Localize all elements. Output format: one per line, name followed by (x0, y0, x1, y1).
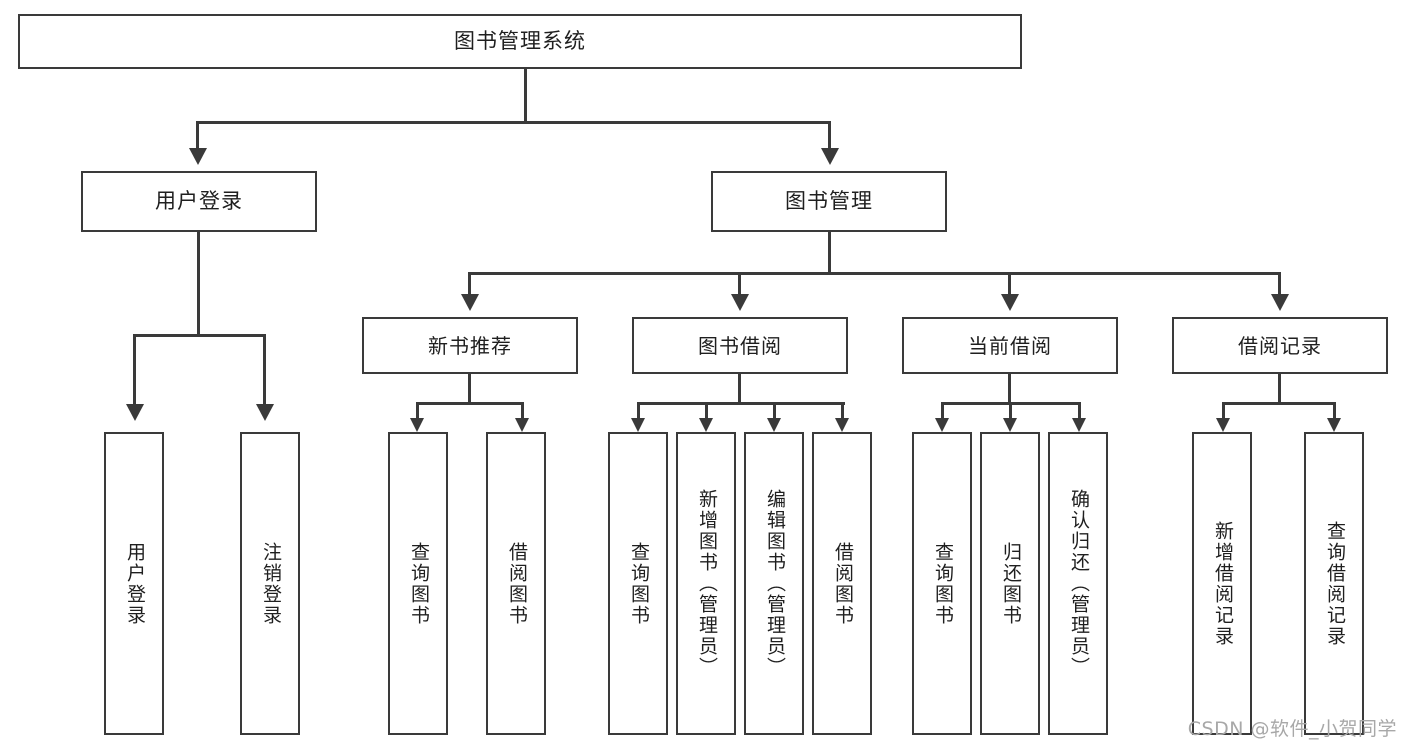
connector-root-to-user-login (196, 121, 199, 150)
leaf-label: 编辑图书（管理员） (763, 489, 786, 678)
arrowhead-leaf-user-login (126, 404, 144, 421)
leaf-label: 新增借阅记录 (1211, 520, 1234, 647)
node-label: 图书管理系统 (454, 28, 586, 53)
leaf-query-book-borrow[interactable]: 查询图书 (608, 432, 668, 735)
leaf-confirm-return-admin[interactable]: 确认归还（管理员） (1048, 432, 1108, 735)
arrowhead-book-mgmt (821, 148, 839, 165)
leaf-add-book-admin[interactable]: 新增图书（管理员） (676, 432, 736, 735)
connector-user-login-bar (133, 334, 265, 337)
connector-borrow-record-stem (1278, 374, 1281, 404)
connector-book-borrow-c2 (705, 402, 708, 420)
node-label: 图书借阅 (698, 333, 782, 358)
arrowhead-leaf-query-record (1327, 418, 1341, 432)
arrowhead-leaf-borrow-book-1 (515, 418, 529, 432)
leaf-query-book-recommend[interactable]: 查询图书 (388, 432, 448, 735)
node-new-book-recommend[interactable]: 新书推荐 (362, 317, 578, 374)
arrowhead-leaf-query-book-3 (935, 418, 949, 432)
connector-book-mgmt-stem (828, 232, 831, 274)
leaf-label: 查询图书 (407, 541, 430, 626)
connector-new-book-c2 (521, 402, 524, 420)
leaf-label: 注销登录 (259, 541, 282, 626)
node-label: 借阅记录 (1238, 333, 1322, 358)
connector-user-login-stem (197, 232, 200, 336)
leaf-query-book-current[interactable]: 查询图书 (912, 432, 972, 735)
connector-root-bar (196, 121, 831, 124)
leaf-add-borrow-record[interactable]: 新增借阅记录 (1192, 432, 1252, 735)
leaf-query-borrow-record[interactable]: 查询借阅记录 (1304, 432, 1364, 735)
leaf-label: 借阅图书 (505, 541, 528, 626)
connector-book-borrow-bar (637, 402, 845, 405)
connector-user-login-left (133, 334, 136, 406)
arrowhead-leaf-borrow-book-2 (835, 418, 849, 432)
node-root-system[interactable]: 图书管理系统 (18, 14, 1022, 69)
leaf-label: 用户登录 (123, 541, 146, 626)
arrowhead-current-borrow (1001, 294, 1019, 311)
node-user-login[interactable]: 用户登录 (81, 171, 317, 232)
connector-to-borrow-record (1278, 272, 1281, 296)
connector-book-mgmt-bar (468, 272, 1281, 275)
leaf-borrow-book-recommend[interactable]: 借阅图书 (486, 432, 546, 735)
node-label: 用户登录 (155, 188, 243, 213)
leaf-label: 查询图书 (931, 541, 954, 626)
node-current-borrow[interactable]: 当前借阅 (902, 317, 1118, 374)
leaf-logout[interactable]: 注销登录 (240, 432, 300, 735)
arrowhead-borrow-record (1271, 294, 1289, 311)
connector-borrow-record-c1 (1222, 402, 1225, 420)
leaf-label: 归还图书 (999, 541, 1022, 626)
arrowhead-user-login (189, 148, 207, 165)
node-borrow-record[interactable]: 借阅记录 (1172, 317, 1388, 374)
arrowhead-leaf-add-book (699, 418, 713, 432)
connector-new-book-stem (468, 374, 471, 404)
arrowhead-leaf-logout (256, 404, 274, 421)
watermark-text: CSDN @软件_小贺同学 (1187, 718, 1397, 740)
connector-current-borrow-c2 (1009, 402, 1012, 420)
arrowhead-leaf-confirm-return (1072, 418, 1086, 432)
connector-borrow-record-bar (1222, 402, 1336, 405)
connector-user-login-right (263, 334, 266, 406)
leaf-user-login[interactable]: 用户登录 (104, 432, 164, 735)
leaf-label: 新增图书（管理员） (695, 489, 718, 678)
leaf-label: 查询借阅记录 (1323, 520, 1346, 647)
node-book-borrow[interactable]: 图书借阅 (632, 317, 848, 374)
connector-book-borrow-c1 (637, 402, 640, 420)
arrowhead-new-book-recommend (461, 294, 479, 311)
connector-root-to-book-mgmt (828, 121, 831, 150)
connector-to-current-borrow (1008, 272, 1011, 296)
node-label: 新书推荐 (428, 333, 512, 358)
connector-current-borrow-stem (1008, 374, 1011, 404)
leaf-borrow-book[interactable]: 借阅图书 (812, 432, 872, 735)
connector-new-book-bar (416, 402, 524, 405)
arrowhead-leaf-return-book (1003, 418, 1017, 432)
leaf-label: 借阅图书 (831, 541, 854, 626)
connector-to-new-book (468, 272, 471, 296)
connector-borrow-record-c2 (1333, 402, 1336, 420)
arrowhead-leaf-add-record (1216, 418, 1230, 432)
arrowhead-leaf-edit-book (767, 418, 781, 432)
connector-current-borrow-c1 (941, 402, 944, 420)
arrowhead-leaf-query-book-2 (631, 418, 645, 432)
connector-book-borrow-c4 (841, 402, 844, 420)
connector-book-borrow-stem (738, 374, 741, 404)
node-label: 当前借阅 (968, 333, 1052, 358)
connector-to-book-borrow (738, 272, 741, 296)
leaf-edit-book-admin[interactable]: 编辑图书（管理员） (744, 432, 804, 735)
node-label: 图书管理 (785, 188, 873, 213)
connector-new-book-c1 (416, 402, 419, 420)
leaf-return-book[interactable]: 归还图书 (980, 432, 1040, 735)
connector-book-borrow-c3 (773, 402, 776, 420)
leaf-label: 查询图书 (627, 541, 650, 626)
connector-current-borrow-c3 (1078, 402, 1081, 420)
connector-root-stem (524, 69, 527, 123)
arrowhead-book-borrow (731, 294, 749, 311)
node-book-management[interactable]: 图书管理 (711, 171, 947, 232)
leaf-label: 确认归还（管理员） (1067, 489, 1090, 678)
arrowhead-leaf-query-book-1 (410, 418, 424, 432)
